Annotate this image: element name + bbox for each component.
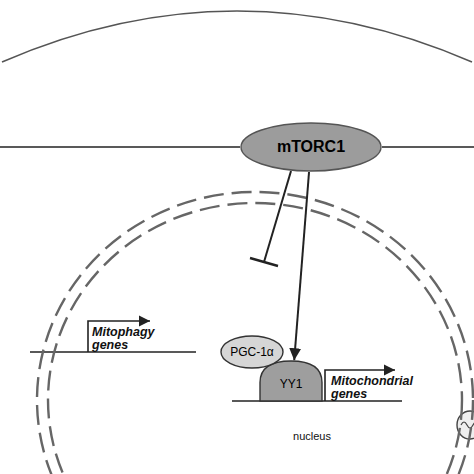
membrane-line	[382, 146, 474, 148]
inhibition-bar	[250, 258, 278, 266]
node-text-box: PGC-1α	[220, 335, 284, 369]
cell-membrane	[2, 11, 472, 62]
node-label: PGC-1α	[230, 345, 274, 359]
inhibition-line	[264, 171, 291, 262]
protein-ellipse: mTORC1	[240, 122, 382, 172]
gene-label: Mitochondrial genes	[331, 375, 419, 401]
node-label: mTORC1	[277, 138, 345, 156]
node-text-box: mTORC1	[240, 122, 382, 172]
gene-label: Mitophagy genes	[92, 326, 164, 352]
activation-arrow	[294, 172, 309, 360]
node-label: YY1	[280, 377, 303, 391]
membrane-line	[0, 146, 240, 148]
compartment-label: nucleus	[287, 430, 337, 442]
protein-ellipse: PGC-1α	[220, 335, 284, 369]
